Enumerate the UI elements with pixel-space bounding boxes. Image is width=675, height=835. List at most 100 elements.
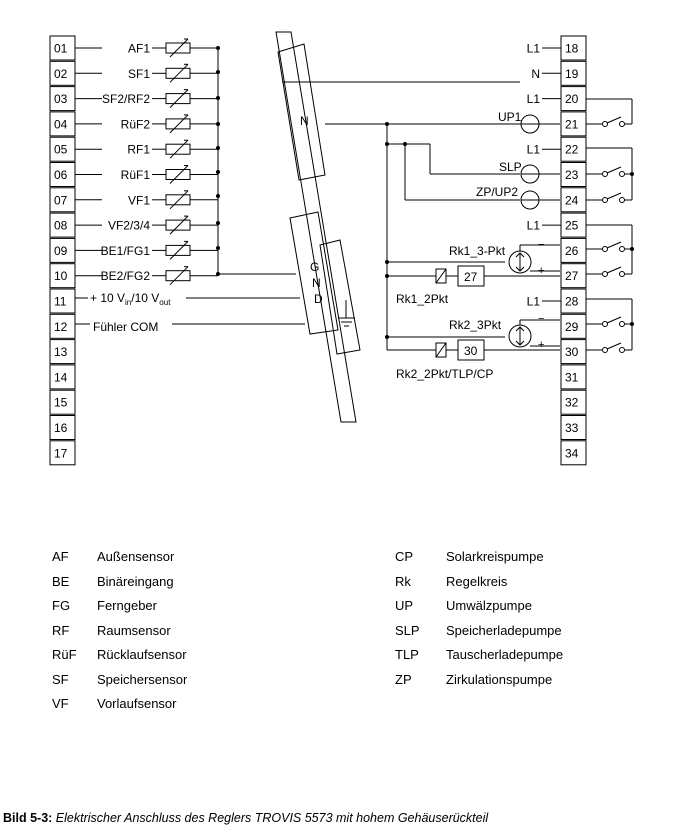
left-terminal-number: 17 [54,446,68,460]
sensor-resistor-icon [165,42,191,54]
sensor-resistor-icon [165,219,191,231]
sensor-label: VF2/3/4 [108,219,150,233]
left-terminal-number: 14 [54,370,68,384]
left-terminal-number: 04 [54,117,68,131]
right-terminal-number: 19 [565,67,579,81]
left-terminal-number: 03 [54,92,68,106]
legend-abbr: Rk [395,573,411,589]
relay-27-label: 27 [464,270,478,284]
gnd-letter-d: D [314,292,323,306]
right-terminal-label: L1 [527,42,541,56]
legend-desc: Solarkreispumpe [446,549,544,564]
sensor-resistor-icon [165,270,191,282]
sensor-label: SF1 [128,67,150,81]
sensor-resistor-icon [165,118,191,130]
legend-abbr: TLP [395,647,419,662]
t11-label: + 10 Vin/10 Vout [90,291,171,307]
left-terminal-box [49,111,76,137]
right-terminal-box [560,237,587,263]
sensor-label: VF1 [128,193,150,207]
legend-abbr: SF [52,671,69,687]
right-terminal-number: 31 [565,370,579,384]
right-terminal-box [560,212,587,238]
sensor-resistor-icon [165,169,191,180]
sensor-label: SF2/RF2 [102,92,150,106]
left-terminal-box [49,263,76,289]
right-terminal-box [560,415,587,440]
left-terminal-box [49,440,76,466]
wiring-diagram: 01AF102SF103SF2/RF204RüF205RF106RüF107VF… [49,31,634,466]
earth-block [319,239,361,355]
sensor-resistor-icon [165,194,191,206]
left-terminal-number: 01 [54,42,68,56]
left-terminal-number: 11 [54,295,67,309]
valve-rk1-3-label: Rk1_3-Pkt [449,244,506,258]
sensor-label: BE2/FG2 [101,269,151,283]
switch-contact [602,246,608,252]
sensor-label: RüF2 [121,117,151,131]
legend-desc: Ferngeber [97,598,157,613]
left-terminal-number: 15 [54,396,68,410]
legend-abbr: VF [52,696,69,711]
right-terminal-box [560,364,587,390]
legend-abbr: BE [52,573,70,589]
left-terminal-number: 02 [54,67,68,81]
right-terminal-number: 26 [565,244,579,258]
right-terminal-number: 27 [565,269,579,283]
left-terminal-box [49,35,76,61]
right-terminal-box [560,389,587,415]
legend-abbr: AF [52,549,69,564]
legend-desc: Zirkulationspumpe [446,671,553,687]
right-terminal-number: 32 [565,396,579,410]
legend-abbr: RüF [52,647,77,662]
left-terminal-number: 05 [54,143,68,157]
left-terminal-number: 13 [54,345,68,359]
right-terminal-box [560,288,587,314]
gnd-letter-g: G [310,260,319,274]
left-terminal-box [49,339,76,365]
gnd-block [289,211,339,335]
sensor-resistor-icon [165,244,191,256]
right-terminal-block: 18L119N20L12122L1232425L1262728L12930313… [527,35,587,466]
left-terminal-box [49,237,76,263]
right-terminal-number: 29 [565,320,579,334]
right-terminal-box [560,111,587,137]
sensor-label: RF1 [127,143,150,157]
switch-contact [602,271,608,277]
switch-contact [602,171,608,177]
right-terminal-box [560,339,587,365]
valve-rk2-2-label: Rk2_2Pkt/TLP/CP [396,367,493,381]
left-terminal-number: 10 [54,269,68,283]
n-bus-label: N [300,114,309,128]
legend-desc: Raumsensor [97,622,171,638]
right-terminal-number: 30 [565,345,579,359]
pump-zp-label: ZP/UP2 [476,185,518,199]
valve-rk1-2-label: Rk1_2Pkt [396,292,449,306]
switch-contact [602,321,608,327]
relay-coil-1 [435,268,447,284]
valve-rk2-minus: − [538,313,544,325]
legend-desc: Binäreingang [97,573,174,589]
legend-abbr: SLP [395,622,420,638]
terminal-label: Fühler COM [93,320,158,334]
controller-board [275,31,357,423]
right-terminal-label: L1 [527,295,541,309]
legend-desc: Speichersensor [97,671,188,687]
legend-desc: Regelkreis [446,573,508,589]
pump-slp-label: SLP [499,160,522,174]
right-terminal-number: 28 [565,295,579,309]
legend-row: Rk Regelkreis [395,570,655,595]
caption-text: Elektrischer Anschluss des Reglers TROVI… [55,811,489,825]
switch-contact [602,347,608,353]
sensor-label: BE1/FG1 [101,244,151,258]
